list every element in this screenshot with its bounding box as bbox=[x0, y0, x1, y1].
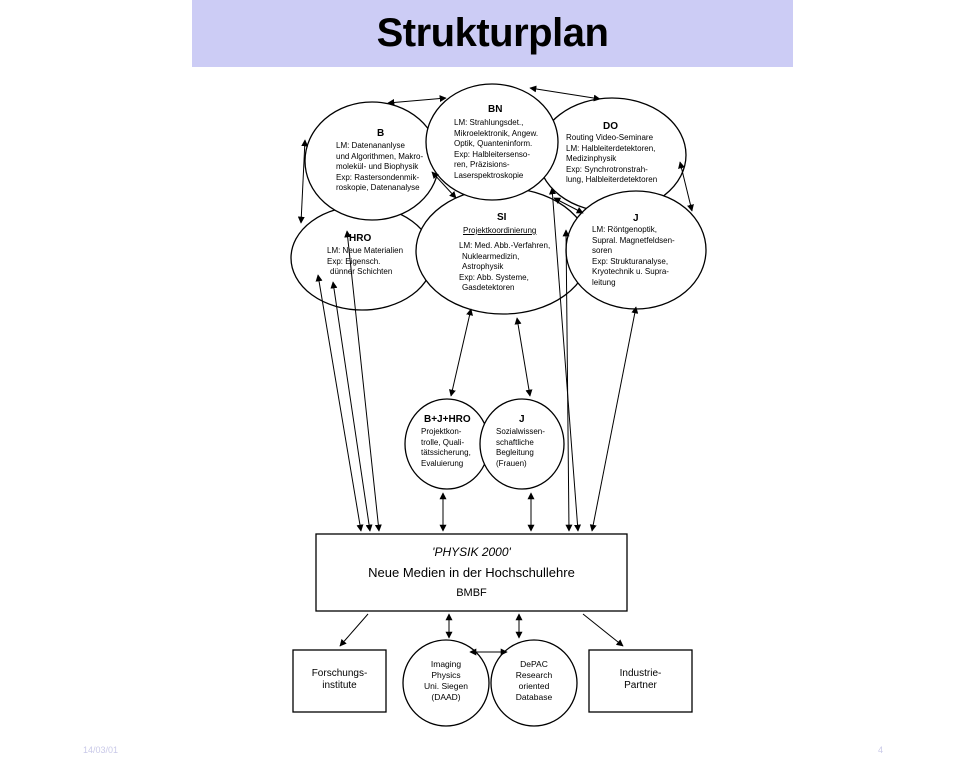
node-si-line: Exp: Abb. Systeme, bbox=[459, 272, 529, 282]
node-do-line: Routing Video-Seminare bbox=[566, 133, 654, 142]
depac-line: DePAC bbox=[520, 659, 548, 669]
node-bjhro-line: Projektkon- bbox=[421, 427, 462, 436]
forschung-label: Forschungs- institute bbox=[293, 668, 386, 692]
node-j2-text: Sozialwissen- schaftliche Begleitung (Fr… bbox=[496, 427, 545, 469]
arrow-si-box bbox=[562, 229, 573, 532]
industrie-label: Industrie- Partner bbox=[589, 668, 692, 692]
node-do-line: LM: Halbleiterdetektoren, bbox=[566, 143, 656, 153]
node-si-line: Gasdetektoren bbox=[462, 283, 515, 292]
node-si-subtitle: Projektkoordinierung bbox=[463, 226, 537, 235]
node-bjhro-text: Projektkon- trolle, Quali- tätssicherung… bbox=[421, 427, 471, 469]
physik2000-box bbox=[315, 533, 628, 612]
arrow-b-hro bbox=[297, 139, 309, 224]
arrow-b-box bbox=[344, 230, 382, 532]
node-do-line: Exp: Synchrotronstrah- bbox=[566, 164, 648, 174]
node-j2-line: Sozialwissen- bbox=[496, 427, 545, 436]
node-j2-line: schaftliche bbox=[496, 437, 534, 447]
imaging-line: Uni. Siegen bbox=[424, 681, 468, 691]
arrow-b-si bbox=[431, 171, 457, 199]
node-do-head: DO bbox=[603, 121, 618, 132]
node-bn-text: LM: Strahlungsdet., Mikroelektronik, Ang… bbox=[454, 118, 538, 181]
arrow-si-j2 bbox=[514, 317, 533, 397]
node-do-line: lung, Halbleiterdetektoren bbox=[566, 175, 658, 184]
node-b-head: B bbox=[377, 128, 385, 139]
depac-line: Research bbox=[515, 670, 553, 680]
physik2000-title: 'PHYSIK 2000' bbox=[432, 545, 511, 559]
node-hro-head: HRO bbox=[349, 233, 372, 244]
node-si-line: Nuklearmedizin, bbox=[462, 251, 520, 261]
arrow-box-forschung bbox=[339, 613, 369, 647]
arrow-si-bjhro bbox=[449, 308, 473, 397]
node-si-line: LM: Med. Abb.-Verfahren, bbox=[459, 241, 551, 250]
node-do-line: Medizinphysik bbox=[566, 154, 617, 163]
title-bar: Strukturplan bbox=[192, 0, 793, 67]
node-bn-line: Laserspektroskopie bbox=[454, 170, 524, 180]
node-bjhro-head: B+J+HRO bbox=[424, 414, 471, 425]
node-j1-line: leitung bbox=[592, 277, 616, 287]
imaging-line: Physics bbox=[431, 670, 461, 680]
arrow-j-box bbox=[589, 306, 639, 532]
node-si-text: LM: Med. Abb.-Verfahren, Nuklearmedizin,… bbox=[459, 241, 550, 294]
forschung-line: Forschungs- bbox=[311, 668, 368, 679]
node-bn-head: BN bbox=[488, 104, 503, 115]
node-b-line: roskopie, Datenanalyse bbox=[336, 183, 420, 192]
industrie-line: Industrie- bbox=[619, 668, 662, 679]
node-j1-line: Kryotechnik u. Supra- bbox=[592, 267, 669, 276]
node-hro-line: Exp: Eigensch. bbox=[327, 256, 381, 266]
slide-title: Strukturplan bbox=[376, 11, 609, 55]
node-j1-text: LM: Röntgenoptik, Supral. Magnetfeldsen-… bbox=[592, 225, 675, 288]
node-si-line: Astrophysik bbox=[462, 262, 504, 271]
node-bn-line: ren, Präzisions- bbox=[454, 160, 510, 169]
node-bjhro-line: trolle, Quali- bbox=[421, 437, 465, 447]
forschung-line: institute bbox=[322, 680, 357, 691]
node-b-text: LM: Datenananlyse und Algorithmen, Makro… bbox=[336, 141, 423, 194]
node-j1-line: Exp: Strukturanalyse, bbox=[592, 256, 669, 266]
footer-page-number: 4 bbox=[878, 745, 884, 755]
arrow-hro-box-2 bbox=[330, 281, 373, 532]
node-b-line: und Algorithmen, Makro- bbox=[336, 151, 424, 161]
node-bn-line: Exp: Halbleitersenso- bbox=[454, 149, 531, 159]
node-j1-line: LM: Röntgenoptik, bbox=[592, 225, 657, 234]
node-bn-line: Mikroelektronik, Angew. bbox=[454, 128, 539, 138]
node-b-line: LM: Datenananlyse bbox=[336, 141, 405, 150]
depac-line: oriented bbox=[518, 681, 550, 691]
node-j2-line: Begleitung bbox=[496, 448, 534, 457]
node-j1-line: soren bbox=[592, 246, 613, 255]
node-j2-head: J bbox=[519, 414, 525, 425]
forschung-box bbox=[292, 649, 387, 713]
node-bn-line: Optik, Quanteninform. bbox=[454, 139, 533, 148]
depac-label: DePAC Research oriented Database bbox=[491, 659, 577, 703]
node-b-line: molekül- und Biophysik bbox=[336, 162, 419, 171]
node-bjhro-line: tätssicherung, bbox=[421, 448, 471, 457]
arrow-box-industrie bbox=[582, 613, 624, 647]
node-si-head: SI bbox=[497, 212, 507, 223]
industrie-box bbox=[588, 649, 693, 713]
arrow-do-j bbox=[678, 161, 694, 212]
node-do-text: Routing Video-Seminare LM: Halbleiterdet… bbox=[566, 133, 657, 186]
node-hro-line: LM: Neue Materialien bbox=[327, 246, 404, 255]
node-hro-line: dünner Schichten bbox=[330, 267, 393, 276]
node-bn-ellipse bbox=[425, 83, 559, 201]
physik2000-funder: BMBF bbox=[456, 587, 487, 599]
node-bjhro-line: Evaluierung bbox=[421, 458, 464, 468]
depac-line: Database bbox=[515, 692, 553, 702]
imaging-label: Imaging Physics Uni. Siegen (DAAD) bbox=[403, 659, 489, 703]
node-j2-line: (Frauen) bbox=[496, 458, 527, 468]
node-hro-text: LM: Neue Materialien Exp: Eigensch. dünn… bbox=[327, 246, 403, 278]
node-b-line: Exp: Rastersondenmik- bbox=[336, 172, 420, 182]
node-j1-head: J bbox=[633, 213, 639, 224]
arrow-hro-box-1 bbox=[315, 274, 364, 532]
footer-date: 14/03/01 bbox=[83, 745, 119, 755]
arrow-bn-do bbox=[529, 85, 601, 102]
imaging-ellipse bbox=[402, 639, 490, 727]
arrow-b-bn bbox=[387, 95, 447, 106]
node-j1-line: Supral. Magnetfeldsen- bbox=[592, 235, 675, 245]
physik2000-subtitle: Neue Medien in der Hochschullehre bbox=[368, 565, 575, 580]
industrie-line: Partner bbox=[624, 680, 657, 691]
depac-ellipse bbox=[490, 639, 578, 727]
node-bn-line: LM: Strahlungsdet., bbox=[454, 118, 524, 127]
imaging-line: (DAAD) bbox=[431, 692, 461, 702]
imaging-line: Imaging bbox=[430, 659, 462, 669]
